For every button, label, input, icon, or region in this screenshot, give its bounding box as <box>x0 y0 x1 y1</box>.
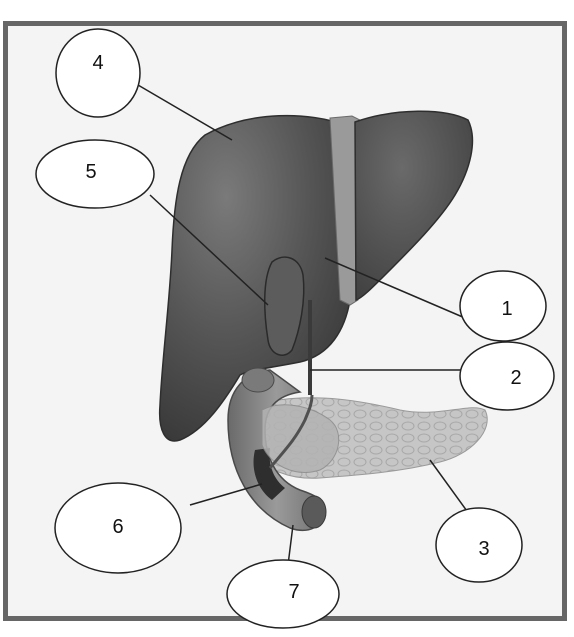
leader-line-7 <box>288 525 293 565</box>
callout-5-label: 5 <box>85 161 96 183</box>
callout-2-label: 2 <box>510 367 521 389</box>
callout-4-label: 4 <box>92 52 103 74</box>
callout-7: 7 <box>227 560 339 628</box>
callout-5: 5 <box>36 140 154 208</box>
callout-3-label: 3 <box>478 538 489 560</box>
duodenum-end <box>302 496 326 528</box>
callout-4: 4 <box>56 29 140 117</box>
callout-2: 2 <box>460 342 554 410</box>
callout-7-label: 7 <box>288 581 299 603</box>
leader-line-4 <box>138 85 232 140</box>
callout-1-label: 1 <box>501 298 512 320</box>
callout-6-label: 6 <box>112 516 123 538</box>
callout-3: 3 <box>436 508 522 582</box>
pylorus <box>242 368 274 392</box>
callout-1: 1 <box>460 271 546 341</box>
liver-left-lobe <box>355 111 472 300</box>
callout-6: 6 <box>55 483 181 573</box>
